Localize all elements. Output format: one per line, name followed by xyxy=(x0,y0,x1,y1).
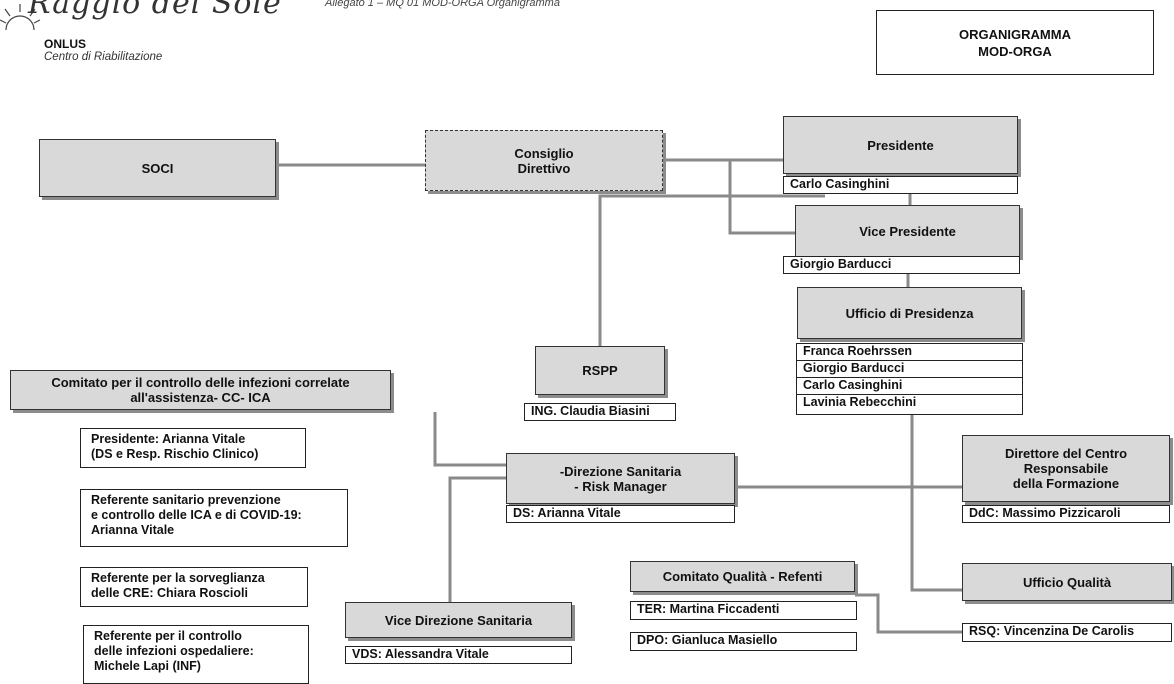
node-consiglio-direttivo: Consiglio Direttivo xyxy=(425,130,663,191)
ufficio-qualita-name: RSQ: Vincenzina De Carolis xyxy=(962,623,1172,642)
node-soci: SOCI xyxy=(39,139,276,197)
node-direttore-centro: Direttore del Centro Responsabile della … xyxy=(962,435,1170,502)
presidente-name: Carlo Casinghini xyxy=(783,176,1018,194)
connector-ccica-direzione xyxy=(433,412,506,467)
comitato-member: TER: Martina Ficcadenti xyxy=(630,601,857,620)
document-reference: Allegato 1 – MQ 01 MOD-ORGA Organigramma xyxy=(325,0,560,9)
direzione-sanitaria-name: DS: Arianna Vitale xyxy=(506,505,735,523)
vice-direzione-name: VDS: Alessandra Vitale xyxy=(345,646,572,664)
node-presidente: Presidente xyxy=(783,116,1018,174)
ufficio-presidenza-members: Franca Roehrssen Giorgio Barducci Carlo … xyxy=(796,343,1023,415)
logo-script-text: Raggio del Sole xyxy=(28,0,282,21)
org-type: ONLUS xyxy=(44,37,86,51)
member-item: Lavinia Rebecchini xyxy=(803,395,917,409)
direttore-centro-name: DdC: Massimo Pizzicaroli xyxy=(962,505,1170,523)
member-item: Giorgio Barducci xyxy=(797,361,1022,378)
connector-consiglio-vicepresidente xyxy=(728,160,795,235)
node-ufficio-qualita: Ufficio Qualità xyxy=(962,563,1172,601)
node-vice-direzione-sanitaria: Vice Direzione Sanitaria xyxy=(345,602,572,638)
org-subtitle: Centro di Riabilitazione xyxy=(44,51,163,63)
member-item: Franca Roehrssen xyxy=(797,344,1022,361)
document-title: ORGANIGRAMMA xyxy=(959,26,1071,42)
document-title-box: ORGANIGRAMMA MOD-ORGA xyxy=(876,10,1154,75)
node-ufficio-presidenza: Ufficio di Presidenza xyxy=(797,287,1022,339)
node-rspp: RSPP xyxy=(535,346,665,395)
cc-ica-item: Referente per la sorveglianza delle CRE:… xyxy=(80,567,308,607)
connector-direzione-vice xyxy=(448,476,506,602)
comitato-member: DPO: Gianluca Masiello xyxy=(630,632,857,651)
cc-ica-item: Referente sanitario prevenzione e contro… xyxy=(80,489,348,547)
node-cc-ica: Comitato per il controllo delle infezion… xyxy=(10,370,391,410)
cc-ica-item: Presidente: Arianna Vitale (DS e Resp. R… xyxy=(80,428,306,468)
connector-ufficio-qualita xyxy=(910,414,962,592)
connector-comitato-rsq xyxy=(855,593,962,634)
node-comitato-qualita: Comitato Qualità - Refenti xyxy=(630,561,855,592)
cc-ica-item: Referente per il controllo delle infezio… xyxy=(83,625,309,684)
connector-rspp xyxy=(598,194,825,346)
rspp-name: ING. Claudia Biasini xyxy=(524,403,676,421)
node-direzione-sanitaria: -Direzione Sanitaria - Risk Manager xyxy=(506,453,735,504)
member-item: Carlo Casinghini xyxy=(797,378,1022,395)
vice-presidente-name: Giorgio Barducci xyxy=(783,256,1020,274)
node-vice-presidente: Vice Presidente xyxy=(795,205,1020,257)
sun-logo-icon xyxy=(0,4,41,31)
document-code: MOD-ORGA xyxy=(978,43,1052,59)
